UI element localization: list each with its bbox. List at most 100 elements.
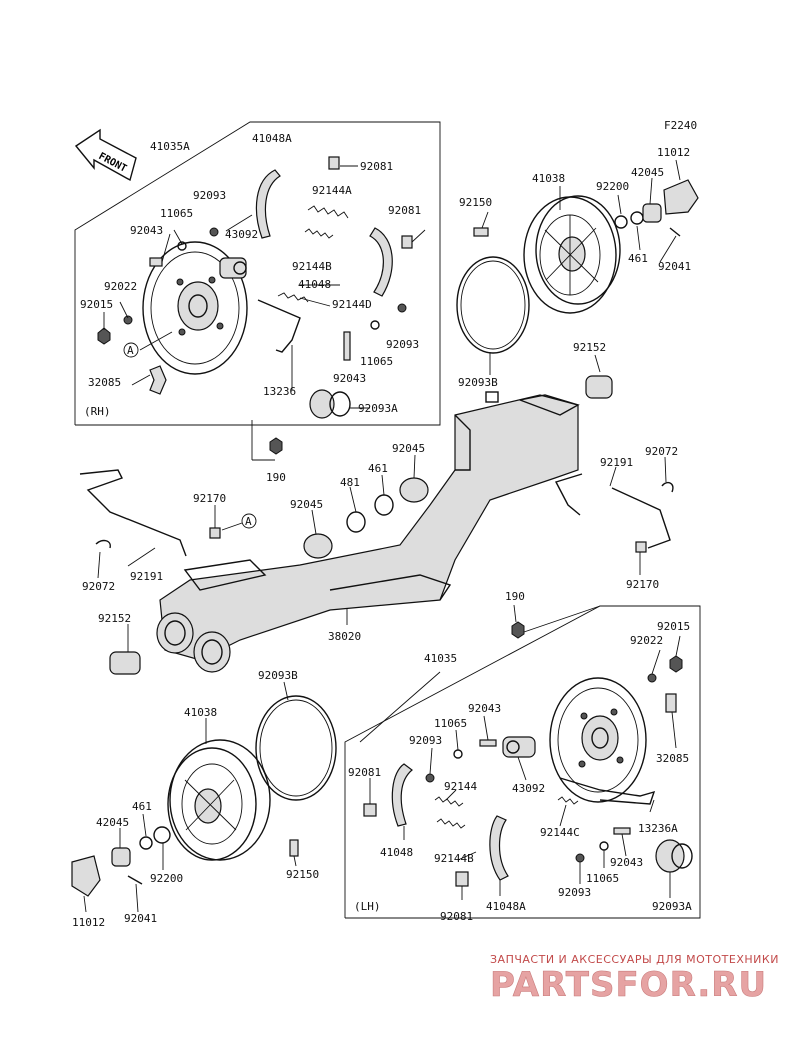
label-41048-tl: 41048: [298, 278, 331, 291]
pin-92041-bottom: [127, 875, 143, 885]
label-92015-tl: 92015: [80, 298, 113, 311]
bolt-92150-top: [473, 227, 489, 237]
label-41048-bl: 41048: [380, 846, 413, 859]
nut-92022-rh: [123, 315, 133, 325]
lh-group-box: [344, 605, 701, 919]
callout-a-rh-label: A: [127, 344, 134, 357]
wheel-cylinder-rh: [219, 257, 247, 279]
label-92144a: 92144A: [312, 184, 352, 197]
label-92150-top: 92150: [459, 196, 492, 209]
spring-92144c: [557, 796, 579, 805]
nut-42045-bottom: [111, 847, 131, 867]
label-92081-bl: 92081: [348, 766, 381, 779]
spring-92144: [434, 796, 464, 807]
label-92144c: 92144C: [540, 826, 580, 839]
washer-11065-rh-mid: [370, 320, 380, 330]
label-38020: 38020: [328, 630, 361, 643]
label-41035: 41035: [424, 652, 457, 665]
label-92043-tl: 92043: [130, 224, 163, 237]
label-41035a: 41035A: [150, 140, 190, 153]
label-92043-br: 92043: [610, 856, 643, 869]
label-41038-bot: 41038: [184, 706, 217, 719]
rh-backing-plate: [142, 241, 248, 375]
label-92170-l: 92170: [193, 492, 226, 505]
ring-481-mid: [346, 511, 366, 533]
label-42045-top: 42045: [631, 166, 664, 179]
seal-92093b-lh: [255, 695, 337, 801]
label-190-top: 190: [266, 471, 286, 484]
axle-housing-38020: [156, 391, 580, 673]
label-11065-bm: 11065: [434, 717, 467, 730]
nut-92093-lh: [425, 773, 435, 783]
nut-92093-lh-right: [575, 853, 585, 863]
label-13236a: 13236A: [638, 822, 678, 835]
ring-461-mid: [374, 494, 394, 516]
clip-32085-rh: [149, 365, 167, 395]
pin-92081-rh-mid: [401, 235, 413, 249]
spring-92144a: [307, 205, 349, 219]
label-11065-tl: 11065: [160, 207, 193, 220]
label-92043-bm: 92043: [468, 702, 501, 715]
nut-92015-lh: [669, 655, 683, 673]
label-32085-br: 32085: [656, 752, 689, 765]
label-92200-bot: 92200: [150, 872, 183, 885]
label-92045-mid: 92045: [392, 442, 425, 455]
pin-92081-lh-left: [363, 803, 377, 817]
label-481-mid: 481: [340, 476, 360, 489]
diagram-code: F2240: [664, 119, 697, 132]
label-11012-top: 11012: [657, 146, 690, 159]
label-92093-br: 92093: [558, 886, 591, 899]
hose-92191-right-a: [554, 473, 583, 516]
bushing-92045-left: [303, 533, 333, 559]
nut-42045-top: [642, 203, 662, 223]
washer-461-bottom: [139, 836, 153, 850]
nut-190-top: [269, 437, 283, 455]
washer-11065-lh-right: [599, 841, 609, 851]
label-461-mid: 461: [368, 462, 388, 475]
label-11065-br: 11065: [586, 872, 619, 885]
brake-shoe-lh-lower: [489, 815, 509, 881]
label-11065-tm: 11065: [360, 355, 393, 368]
leader-lines-top-right: [481, 159, 681, 375]
label-92081-top2: 92081: [388, 204, 421, 217]
front-arrow-label: FRONT: [97, 151, 129, 175]
label-92093a-br: 92093A: [652, 900, 692, 913]
clamp-92072-right: [661, 481, 674, 493]
label-92081-top1: 92081: [360, 160, 393, 173]
label-92144d: 92144D: [332, 298, 372, 311]
label-92191-r: 92191: [600, 456, 633, 469]
label-92093a-tl: 92093A: [358, 402, 398, 415]
clamp-92072-left: [95, 539, 111, 549]
brake-shoe-lh-upper: [391, 763, 413, 827]
label-92200-top: 92200: [596, 180, 629, 193]
nut-190-bottom: [511, 621, 525, 639]
seal-92093a-lh: [655, 839, 693, 873]
callout-a-axle-label: A: [245, 515, 252, 528]
label-461-bot: 461: [132, 800, 152, 813]
bolt-92043-rh-mid: [343, 331, 351, 361]
label-92045-l: 92045: [290, 498, 323, 511]
nut-92093-rh-mid: [397, 303, 407, 313]
washer-92200-top: [614, 215, 628, 229]
pin-92041-top: [669, 227, 681, 237]
bolt-92043-rh: [149, 257, 163, 267]
label-92041-top: 92041: [658, 260, 691, 273]
label-13236: 13236: [263, 385, 296, 398]
leader-lines-rh: [103, 165, 426, 461]
seal-92093b-rh: [456, 256, 530, 354]
spring-92144b-rh: [304, 228, 334, 239]
label-92093b-top: 92093B: [458, 376, 498, 389]
label-92015-br: 92015: [657, 620, 690, 633]
label-92072-r: 92072: [645, 445, 678, 458]
watermark-brand: PARTSFOR.RU: [490, 965, 767, 1005]
leader-lines-axle: [97, 454, 667, 652]
nut-92022-lh: [647, 673, 657, 683]
label-43092-tl: 43092: [225, 228, 258, 241]
rh-label: (RH): [84, 405, 111, 418]
lh-backing-plate: [549, 677, 647, 803]
lh-label: (LH): [354, 900, 381, 913]
callout-a-rh: [123, 342, 139, 358]
label-92022-br: 92022: [630, 634, 663, 647]
label-32085-tl: 32085: [88, 376, 121, 389]
label-461-top: 461: [628, 252, 648, 265]
